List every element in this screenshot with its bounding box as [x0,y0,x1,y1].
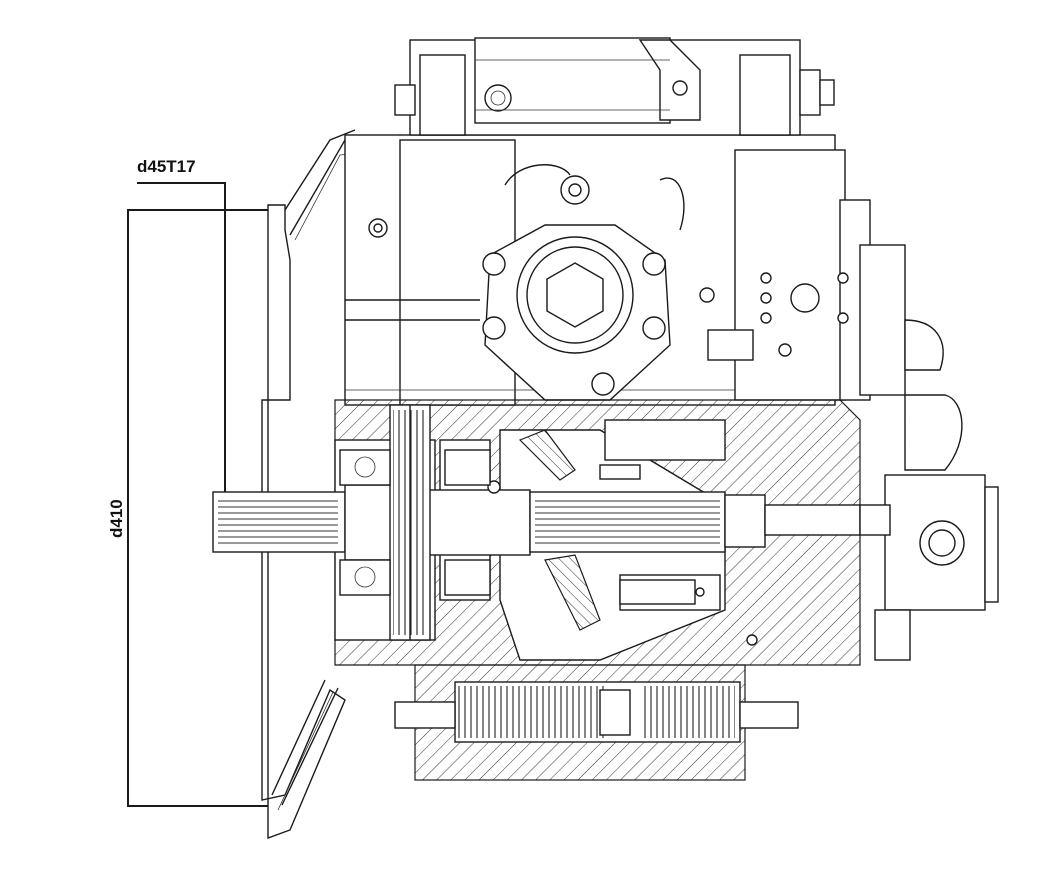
charge-pump [394,664,799,781]
aux-pump [746,394,999,661]
flange-dimension-label: d410 [107,499,126,538]
control-valve-block [394,37,835,136]
flange-dimension-line [127,209,268,807]
bearings [339,449,491,596]
port-flange [482,164,685,401]
shaft-dimension: d45T17 [137,157,226,500]
swash-plate [518,429,705,631]
drive-gear [389,404,431,641]
shaft-dimension-line [137,182,226,500]
shaft-dimension-label: d45T17 [137,157,196,176]
flange-dimension: d410 [107,209,268,807]
right-side-block [699,149,944,401]
